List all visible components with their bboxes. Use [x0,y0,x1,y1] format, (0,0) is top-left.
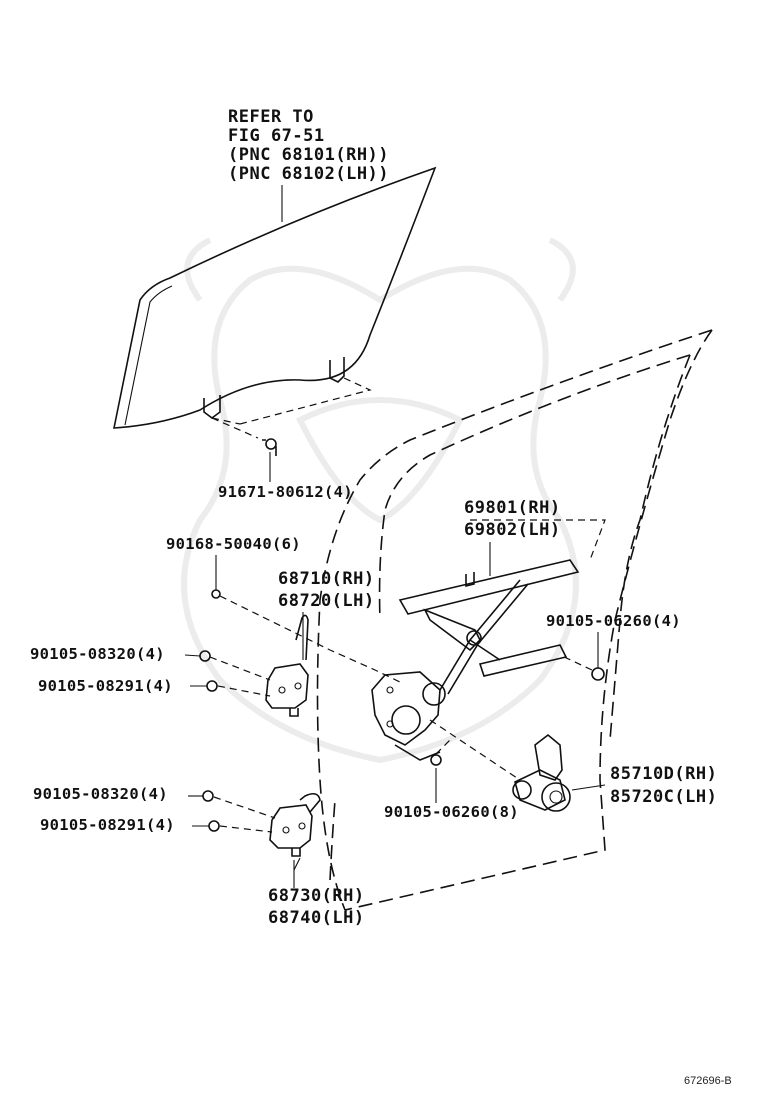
regulator-motor [512,733,571,812]
lower-hinge [269,792,321,857]
label-upper-hinge-rh: 68710(RH) [278,569,375,589]
label-bolt-right: 90105-06260(4) [546,612,681,630]
assembly-lines [209,519,606,833]
label-lower-hinge-rh: 68730(RH) [268,886,365,906]
refer-line-3: (PNC 68101(RH)) [228,145,390,165]
label-glass-bolt: 91671-80612(4) [218,483,353,501]
label-motor-rh: 85710D(RH) [610,764,718,784]
label-motor-lh: 85720C(LH) [610,787,718,807]
figure-id: 672696-B [684,1075,732,1087]
label-regulator-lh: 69802(LH) [464,520,561,540]
window-glass [113,166,437,456]
refer-line-1: REFER TO [228,107,314,127]
refer-line-2: FIG 67-51 [228,126,325,146]
label-bolt-motor: 90105-06260(8) [384,803,519,821]
window-regulator [371,559,580,761]
leaders [184,542,606,888]
label-bolt-lower-1: 90105-08320(4) [33,785,168,803]
refer-line-4: (PNC 68102(LH)) [228,164,390,184]
label-bolt-upper-1: 90105-08320(4) [30,645,165,663]
watermark-emblem [181,237,579,764]
door-outline [316,329,713,911]
upper-hinge [265,614,309,717]
label-bolt-lower-2: 90105-08291(4) [40,816,175,834]
label-bolt-upper-2: 90105-08291(4) [38,677,173,695]
bolts [199,589,605,832]
label-regulator-rh: 69801(RH) [464,498,561,518]
label-lower-hinge-lh: 68740(LH) [268,908,365,928]
label-upper-hinge-lh: 68720(LH) [278,591,375,611]
label-screw-top: 90168-50040(6) [166,535,301,553]
